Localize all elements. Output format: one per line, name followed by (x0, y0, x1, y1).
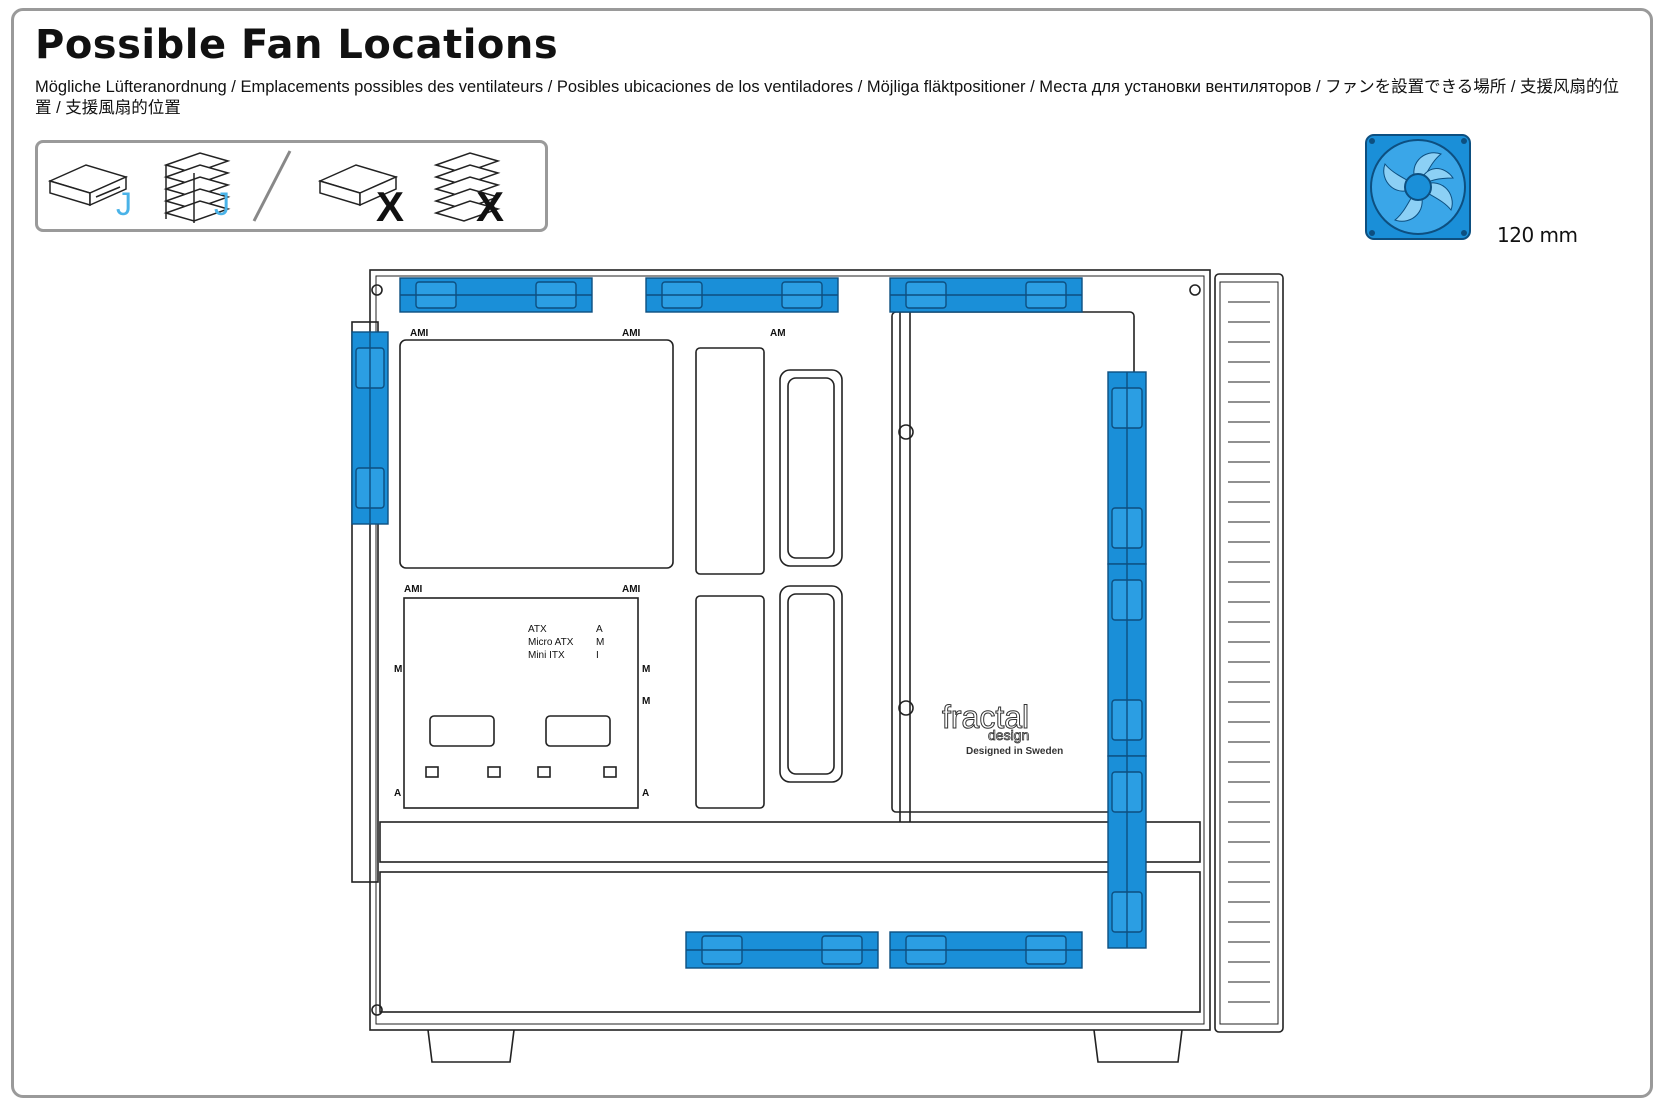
label-form-atx: ATX (528, 624, 547, 635)
foot-left (427, 1029, 515, 1063)
label-m: M (394, 664, 402, 675)
psu-shroud (379, 821, 1201, 863)
fan-legend-icon (1365, 134, 1471, 245)
fan-top-1 (399, 277, 593, 313)
brand-tagline: Designed in Sweden (966, 746, 1063, 757)
label-letter-i: I (596, 650, 599, 661)
fan-front-2 (1107, 563, 1147, 757)
case-outline (369, 269, 1211, 1031)
ok-mark-2: J (214, 186, 230, 222)
front-panel (1214, 273, 1284, 1033)
label-form-itx: Mini ITX (528, 650, 565, 661)
fan-bottom-2 (889, 931, 1083, 969)
case-diagram: AMI AMI AM AMI AMI M M M A A ATX Micro A… (340, 262, 1300, 1077)
label-form-matx: Micro ATX (528, 637, 574, 648)
label-ami: AMI (622, 584, 641, 595)
drive-cage (779, 369, 843, 567)
foot-right (1093, 1029, 1183, 1063)
label-a: A (394, 788, 401, 799)
motherboard-tray (403, 597, 639, 809)
fan-top-2 (645, 277, 839, 313)
page-subtitle: Mögliche Lüfteranordnung / Emplacements … (35, 78, 1620, 117)
optical-drive-icon (47, 164, 129, 207)
label-letter-m: M (596, 637, 604, 648)
no-mark-2: X (476, 183, 504, 229)
brand-logo: fractal (942, 699, 1029, 735)
fan-front-1 (1107, 371, 1147, 565)
fan-rear (351, 331, 389, 525)
label-m: M (642, 696, 650, 707)
legend-separator (252, 150, 292, 222)
no-mark-1: X (376, 183, 404, 229)
optical-drive-icon (317, 164, 399, 207)
drive-cage-icon (163, 152, 231, 223)
drive-cage-icon (433, 152, 501, 222)
label-ami: AMI (404, 584, 423, 595)
label-ami: AMI (410, 328, 429, 339)
label-letter-a: A (596, 624, 603, 635)
brand-logo-sub: design (988, 727, 1029, 743)
label-m: M (642, 664, 650, 675)
label-am: AM (770, 328, 786, 339)
fan-front-3 (1107, 755, 1147, 949)
cable-cutout (399, 339, 674, 569)
label-ami: AMI (622, 328, 641, 339)
fan-bottom-1 (685, 931, 879, 969)
label-a: A (642, 788, 649, 799)
drive-legend: J J X X (35, 140, 548, 232)
outer-frame (11, 8, 1653, 1098)
fan-top-3 (889, 277, 1083, 313)
fan-size-label: 120 mm (1497, 223, 1578, 247)
ok-mark-1: J (116, 186, 132, 222)
page-title: Possible Fan Locations (35, 22, 559, 68)
